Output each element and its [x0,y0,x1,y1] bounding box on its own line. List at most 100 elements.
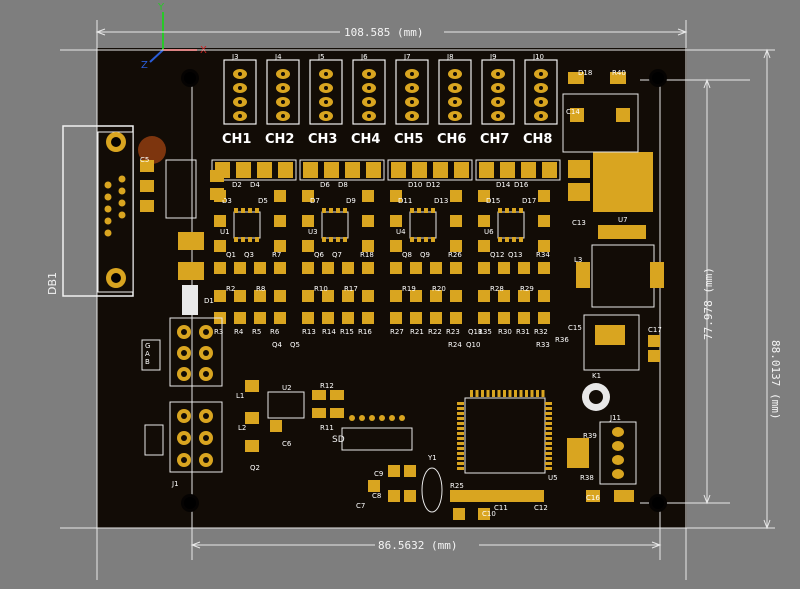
connector-outline [309,59,343,125]
u2-label: U2 [282,384,292,392]
connector-outline [352,59,386,125]
qfp-pin [475,390,479,397]
qfp-pin [470,390,473,397]
qfp-pin [457,462,464,465]
pin-hole [453,86,457,90]
header-g-label: G [145,342,150,350]
smd-pad [538,190,550,202]
smd-pad [498,290,510,302]
smd-pad [362,240,374,252]
qfp-pin [545,457,552,460]
smd-pad [362,312,374,324]
connector-outline [481,59,515,125]
pin-hole [238,114,242,118]
smd-pad [362,262,374,274]
pin-hole [181,457,187,463]
smd-pad [478,240,490,252]
db1-label: DB1 [46,272,59,295]
component-label: D6 [320,181,330,189]
ic-pin [410,208,414,213]
ic-pin [424,208,428,213]
ic-pin [329,208,333,213]
pin-hole [496,72,500,76]
sd-pin [379,415,385,421]
qfp-pin [457,442,464,445]
c13-label: C13 [572,219,586,227]
smd-pad [538,290,550,302]
ic-pin [234,208,238,213]
component-label: R4 [234,328,244,336]
smd-pad [254,312,266,324]
smd-pad [254,262,266,274]
d18-label: D18 [578,69,592,77]
smd-pad [410,290,422,302]
db1-connector[interactable] [62,125,134,297]
r25-label: R25 [450,482,464,490]
c16-label: C16 [586,494,600,502]
smd-pad [342,262,354,274]
sd-pin [349,415,355,421]
qfp-pin [530,390,534,397]
smd-pad [518,262,530,274]
smd-pad [342,312,354,324]
qfp-pin [525,390,528,397]
qfp-pin [545,462,552,465]
ic-pin [512,237,516,242]
qfp-pin [492,390,495,397]
pin-hole [496,100,500,104]
dim-top-width: 108.585 (mm) [344,26,423,39]
ic-pin [336,208,340,213]
smd-pad [450,312,462,324]
db-pin [118,199,126,207]
connector-label: J9 [489,53,497,61]
smd-pad [302,312,314,324]
smd-pad [478,290,490,302]
qfp-pin [457,422,464,425]
sd-pin [389,415,395,421]
db-pin [104,181,112,189]
block-outline [475,159,561,181]
smd-pad [322,262,334,274]
pin-hole [181,371,187,377]
c7-label: C7 [356,502,365,510]
ic-outline [497,211,525,239]
smd-pad [538,215,550,227]
u5-qfp-pins [457,390,552,470]
pin-hole [410,72,414,76]
qfp-pin [545,402,552,405]
component-label: D17 [522,197,536,205]
component-label: R2 [226,285,235,293]
sd-pin [359,415,365,421]
component-label: R26 [448,251,462,259]
component-label: R24 [448,341,462,349]
qfp-pin [545,432,552,435]
pin-hole [453,100,457,104]
smd-pad [214,262,226,274]
l2-label: L2 [238,424,246,432]
component-label: D13 [434,197,448,205]
ic-pin [519,237,523,242]
j11-pin [612,441,624,451]
smd-pad [303,162,318,178]
pin-hole [203,371,209,377]
pin-hole [238,100,242,104]
ic-pin [431,237,435,242]
ic-pin [505,237,509,242]
component-label: D15 [486,197,500,205]
component-label: Q6 [314,251,325,259]
smd-pad [478,262,490,274]
component-label: Q4 [272,341,283,349]
qfp-pin [545,452,552,455]
smd-pad [450,190,462,202]
pin-hole [181,435,187,441]
left-components [140,159,224,473]
r40-label: R40 [612,69,626,77]
header-a-label: A [145,350,150,358]
component-label: Q10 [466,341,480,349]
pin-hole [238,72,242,76]
j11-pin [612,469,624,479]
qfp-pin [486,390,490,397]
smd-pad [500,162,515,178]
